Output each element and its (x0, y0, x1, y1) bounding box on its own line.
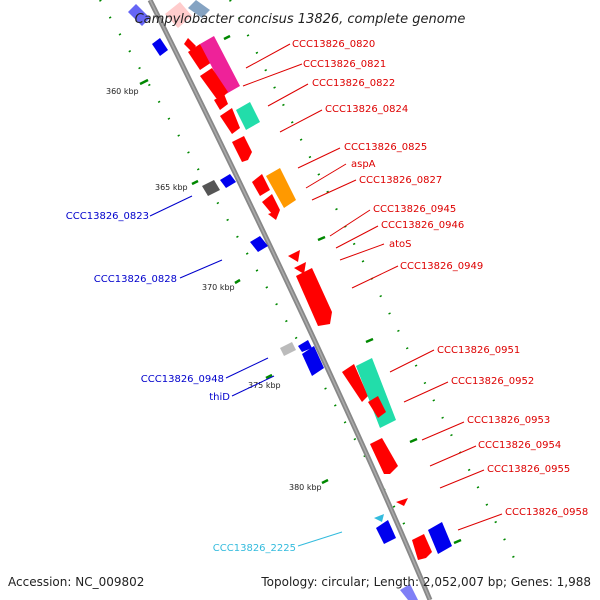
tick-mark (191, 179, 199, 186)
gene-arrow[interactable] (376, 520, 396, 544)
gene-label[interactable]: CCC13826_0951 (437, 345, 520, 356)
gene-label[interactable]: CCC13826_0822 (312, 78, 395, 89)
gene-arrow[interactable] (400, 584, 418, 600)
top-glyphs (128, 0, 210, 28)
gene-arrow[interactable] (202, 180, 220, 196)
gene-arrow[interactable] (152, 38, 168, 56)
gene-label[interactable]: thiD (209, 392, 230, 403)
tick-label: 370 kbp (202, 283, 235, 292)
gene-arrow[interactable] (220, 174, 236, 188)
reverse-genes (152, 38, 452, 600)
tick-marks: 360 kbp 365 kbp 370 kbp 375 kbp 380 kbp (106, 34, 462, 545)
tick-mark (317, 235, 326, 242)
gene-label[interactable]: CCC13826_2225 (213, 543, 296, 554)
gene-label[interactable]: CCC13826_0955 (487, 464, 570, 475)
gene-arrow[interactable] (236, 102, 260, 130)
gene-label[interactable]: CCC13826_0952 (451, 376, 534, 387)
gene-label[interactable]: CCC13826_0821 (303, 59, 386, 70)
gene-arrow[interactable] (200, 36, 240, 94)
gene-arrow[interactable] (184, 38, 196, 52)
tick-label: 375 kbp (248, 381, 281, 390)
reverse-leader-lines (149, 195, 343, 547)
gene-arrow[interactable] (342, 364, 368, 402)
gene-arrow[interactable] (165, 2, 192, 28)
forward-genes (184, 36, 432, 560)
gene-label[interactable]: atoS (389, 239, 412, 250)
gene-label[interactable]: CCC13826_0825 (344, 142, 427, 153)
gene-arrow[interactable] (288, 250, 300, 262)
gene-arrow[interactable] (428, 522, 452, 554)
gene-label[interactable]: aspA (351, 159, 376, 170)
gene-arrow[interactable] (374, 514, 384, 522)
gene-arrow[interactable] (232, 136, 252, 162)
gene-arrow[interactable] (200, 68, 228, 100)
gene-label[interactable]: CCC13826_0958 (505, 507, 588, 518)
map-title: Campylobacter concisus 13826, complete g… (135, 12, 466, 27)
gene-arrow[interactable] (128, 4, 150, 26)
gene-label[interactable]: CCC13826_0828 (94, 274, 177, 285)
tick-mark (409, 437, 418, 444)
gene-arrow[interactable] (370, 438, 398, 474)
gene-arrow[interactable] (268, 210, 280, 220)
gene-arrow[interactable] (412, 534, 432, 560)
tick-label: 360 kbp (106, 87, 139, 96)
gene-arrow[interactable] (250, 236, 268, 252)
reverse-gene-labels: CCC13826_0823 CCC13826_0828 CCC13826_094… (66, 211, 296, 554)
genome-backbone (147, 0, 433, 600)
gene-arrow[interactable] (252, 174, 270, 196)
forward-leader-lines (242, 43, 503, 531)
gene-arrow[interactable] (188, 44, 212, 70)
accession-text: Accession: NC_009802 (8, 575, 144, 589)
tick-mark (453, 538, 462, 545)
gene-arrow[interactable] (368, 396, 386, 418)
gene-arrow[interactable] (296, 268, 332, 326)
gene-label[interactable]: CCC13826_0827 (359, 175, 442, 186)
gene-arrow[interactable] (298, 340, 312, 352)
gene-label[interactable]: CCC13826_0946 (381, 220, 464, 231)
gene-arrow[interactable] (396, 498, 408, 506)
gene-arrow[interactable] (220, 108, 240, 134)
gene-arrow[interactable] (266, 168, 296, 208)
topology-summary: Topology: circular; Length: 2,052,007 bp… (260, 575, 591, 589)
gene-label[interactable]: CCC13826_0949 (400, 261, 483, 272)
gene-label[interactable]: CCC13826_0948 (141, 374, 224, 385)
tick-mark (139, 78, 149, 86)
gene-arrow[interactable] (356, 358, 396, 428)
gene-arrow[interactable] (294, 262, 306, 274)
tick-label: 380 kbp (289, 483, 322, 492)
tick-mark (365, 337, 374, 344)
gene-label[interactable]: CCC13826_0823 (66, 211, 149, 222)
forward-gene-labels: CCC13826_0820 CCC13826_0821 CCC13826_082… (292, 39, 588, 518)
tick-mark (265, 373, 273, 380)
tick-mark (223, 34, 231, 41)
tick-mark (234, 278, 241, 285)
gene-arrow[interactable] (302, 346, 324, 376)
tick-label: 365 kbp (155, 183, 188, 192)
gene-label[interactable]: CCC13826_0945 (373, 204, 456, 215)
gene-arrow[interactable] (280, 342, 296, 356)
tick-mark (321, 478, 329, 485)
gene-arrow[interactable] (262, 194, 280, 214)
gene-arrow[interactable] (214, 94, 228, 110)
gene-label[interactable]: CCC13826_0820 (292, 39, 375, 50)
gene-label[interactable]: CCC13826_0954 (478, 440, 561, 451)
gene-label[interactable]: CCC13826_0824 (325, 104, 408, 115)
gene-arrow[interactable] (188, 0, 210, 18)
gene-label[interactable]: CCC13826_0953 (467, 415, 550, 426)
